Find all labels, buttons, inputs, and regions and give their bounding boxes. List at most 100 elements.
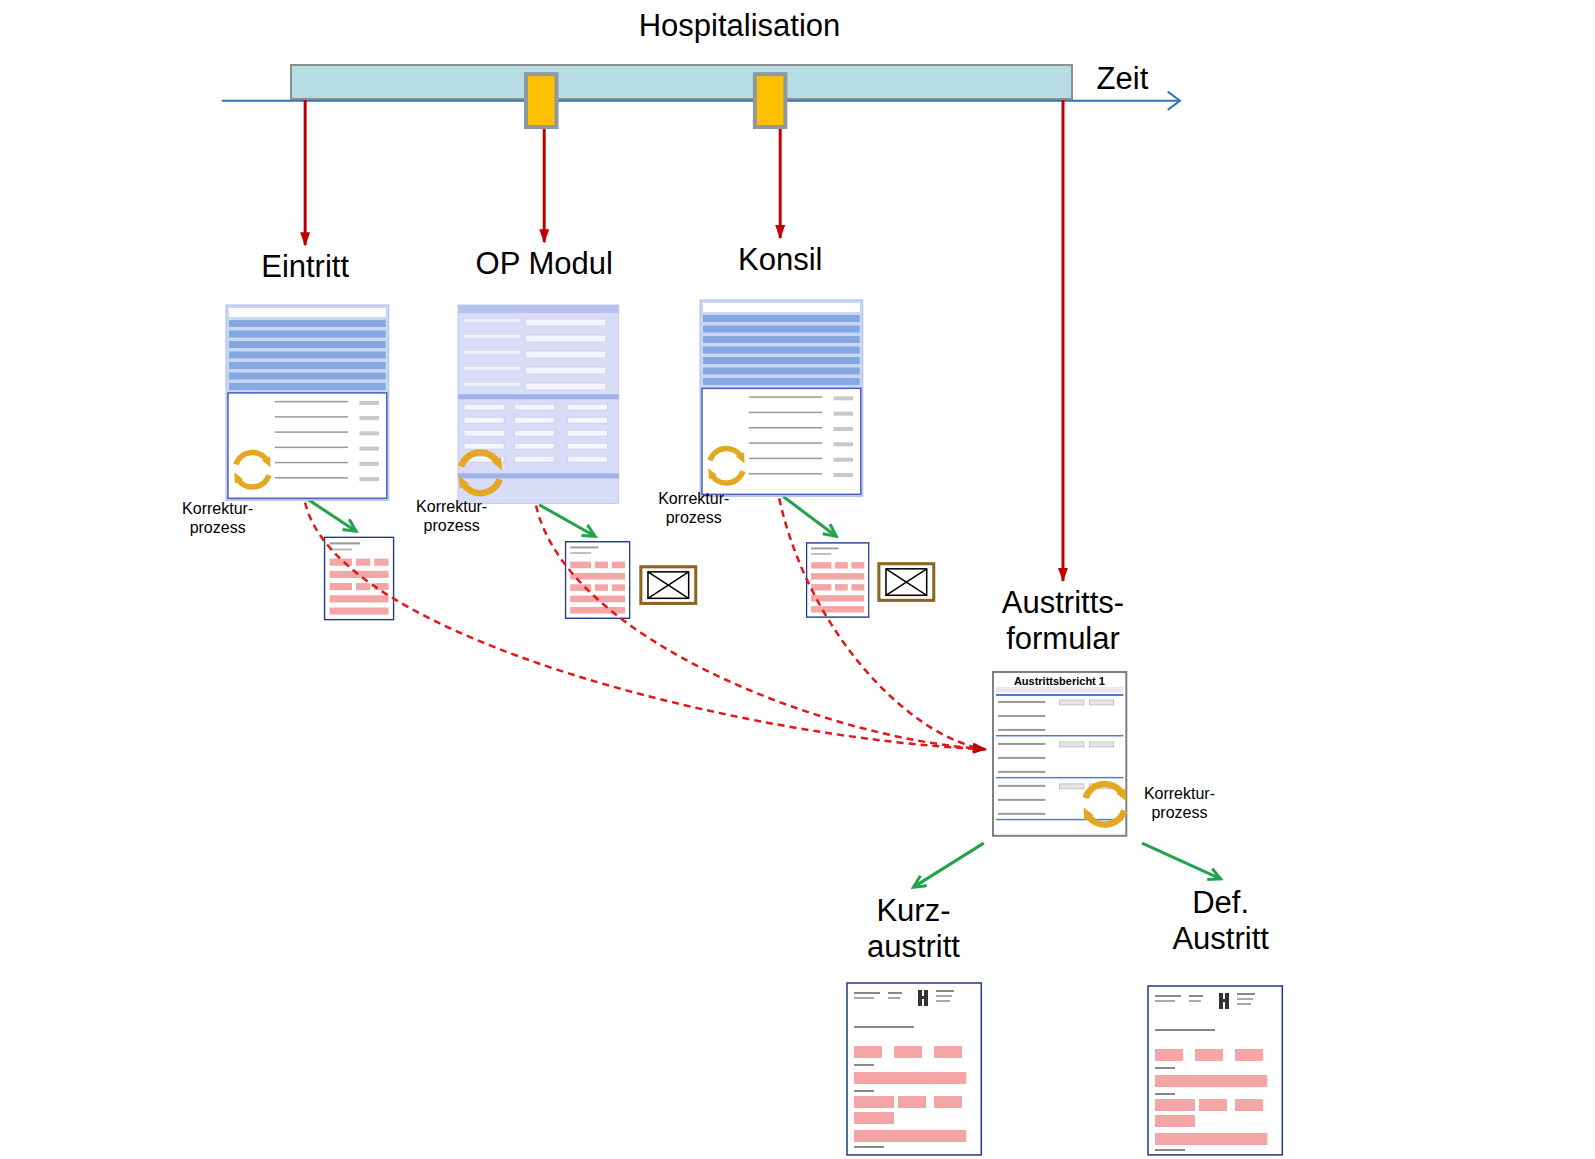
envelope-icon bbox=[641, 567, 696, 604]
form-thumbnail bbox=[992, 671, 1127, 837]
form-node: Def. Austritt bbox=[1139, 883, 1302, 1158]
process-note: Korrektur- prozess bbox=[1131, 785, 1228, 822]
form-field bbox=[275, 401, 348, 403]
form-field bbox=[464, 404, 504, 410]
form-field bbox=[1155, 1075, 1267, 1087]
document-frame bbox=[847, 983, 981, 1155]
output-arrow bbox=[539, 505, 595, 537]
form-frame bbox=[226, 305, 389, 500]
form-field bbox=[464, 319, 520, 322]
form-heading: Konsil bbox=[678, 242, 881, 278]
form-field bbox=[854, 1046, 882, 1058]
form-field bbox=[936, 990, 954, 992]
form-field bbox=[1235, 1099, 1263, 1111]
form-field bbox=[749, 442, 822, 444]
form-field bbox=[1199, 1099, 1227, 1111]
form-field bbox=[464, 367, 520, 370]
form-field bbox=[567, 417, 607, 423]
process-note: Korrektur- prozess bbox=[647, 490, 741, 527]
connector-arrow bbox=[1061, 100, 1064, 581]
form-field bbox=[998, 813, 1045, 815]
cycle-head bbox=[1083, 807, 1093, 820]
time-axis-head bbox=[1168, 92, 1180, 110]
form-field bbox=[996, 777, 1123, 779]
output-arrow bbox=[783, 497, 836, 537]
report-heading: Kurz- austritt bbox=[847, 893, 979, 964]
form-field bbox=[464, 417, 504, 423]
form-field bbox=[464, 383, 520, 386]
form-field bbox=[275, 416, 348, 418]
form-field bbox=[854, 1096, 894, 1108]
form-field bbox=[1155, 1099, 1195, 1111]
form-field bbox=[854, 1064, 874, 1066]
form-field bbox=[275, 462, 348, 464]
cycle-arc bbox=[462, 479, 499, 493]
form-field bbox=[1059, 700, 1083, 705]
form-field bbox=[703, 347, 860, 354]
form-field bbox=[514, 430, 554, 436]
connector-arrow bbox=[913, 843, 983, 887]
form-field bbox=[998, 715, 1045, 717]
form-field bbox=[458, 305, 619, 313]
form-field bbox=[888, 997, 900, 999]
form-field bbox=[464, 430, 504, 436]
form-frame bbox=[700, 300, 863, 496]
form-field bbox=[854, 992, 880, 994]
document-frame bbox=[1148, 986, 1282, 1155]
form-field bbox=[888, 992, 902, 994]
form-title: Austrittsbericht 1 bbox=[999, 675, 1120, 688]
form-field bbox=[996, 694, 1123, 696]
cycle-arc bbox=[1087, 811, 1124, 825]
cycle-head bbox=[736, 452, 745, 463]
form-field bbox=[275, 447, 348, 449]
form-field bbox=[854, 1112, 894, 1124]
form-field bbox=[749, 473, 822, 475]
form-field bbox=[998, 757, 1045, 759]
cycle-arc bbox=[237, 475, 269, 487]
form-thumbnail bbox=[846, 982, 982, 1156]
form-field bbox=[1089, 700, 1113, 705]
form-field bbox=[1155, 1093, 1175, 1095]
connector-arrow bbox=[305, 502, 986, 749]
connector-arrow bbox=[779, 498, 986, 749]
form-field bbox=[998, 701, 1045, 703]
form-field bbox=[229, 383, 386, 390]
form-field bbox=[934, 1046, 962, 1058]
form-picture bbox=[846, 982, 982, 1156]
form-field bbox=[749, 458, 822, 460]
form-field bbox=[998, 771, 1045, 773]
form-field bbox=[359, 401, 379, 405]
form-field bbox=[854, 997, 874, 999]
form-field bbox=[229, 308, 386, 317]
form-field bbox=[525, 319, 605, 326]
timeline-band-node: Hospitalisation bbox=[290, 5, 1075, 102]
form-field bbox=[998, 743, 1045, 745]
form-field bbox=[567, 430, 607, 436]
form-field bbox=[464, 443, 504, 449]
form-field bbox=[1155, 1115, 1195, 1127]
form-field bbox=[934, 1096, 962, 1108]
form-field bbox=[1089, 742, 1113, 747]
form-field bbox=[703, 357, 860, 364]
form-field bbox=[275, 432, 348, 434]
form-field bbox=[703, 303, 860, 312]
form-field bbox=[998, 729, 1045, 731]
cycle-arc bbox=[711, 471, 743, 483]
form-field bbox=[894, 1046, 922, 1058]
form-field bbox=[703, 378, 860, 385]
form-field bbox=[996, 687, 1123, 692]
form-field bbox=[1155, 1149, 1185, 1151]
form-field bbox=[854, 1072, 966, 1084]
form-field bbox=[359, 477, 379, 481]
form-field bbox=[996, 735, 1123, 737]
form-frame bbox=[993, 672, 1126, 836]
form-field bbox=[703, 315, 860, 322]
cycle-arc bbox=[461, 453, 498, 467]
form-node: KonsilKorrektur- prozess bbox=[641, 239, 875, 544]
form-picture bbox=[700, 300, 863, 496]
form-field bbox=[703, 326, 860, 333]
form-field bbox=[567, 456, 607, 462]
form-node: Kurz- austritt bbox=[839, 890, 992, 1157]
form-field bbox=[898, 1096, 926, 1108]
